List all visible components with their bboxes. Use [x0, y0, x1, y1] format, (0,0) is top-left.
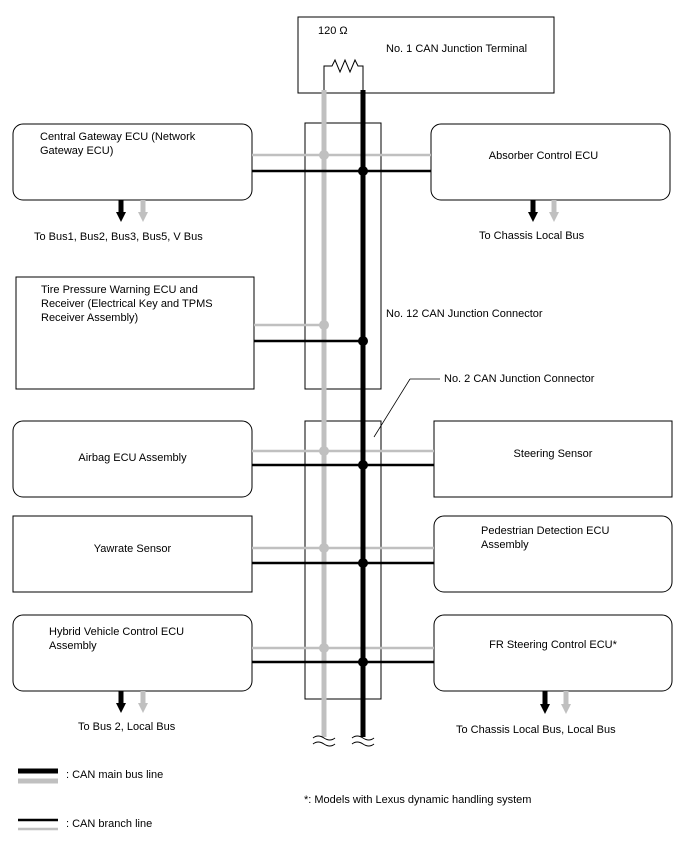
fr-steering-label: FR Steering Control ECU*	[489, 639, 617, 651]
no2-junction-connector-box	[304, 420, 382, 700]
steering-sensor-label: Steering Sensor	[513, 448, 593, 460]
fr-bus-label: To Chassis Local Bus, Local Bus	[456, 724, 616, 736]
pedestrian-label: Pedestrian Detection ECU Assembly	[481, 525, 610, 551]
no2-leader-line	[373, 378, 411, 438]
junction-terminal-box	[297, 16, 555, 94]
no12-junction-connector-box	[304, 122, 382, 390]
absorber-bus-label: To Chassis Local Bus	[479, 230, 585, 242]
resistor-label: 120 Ω	[318, 25, 348, 37]
tire-pressure-ecu-box	[15, 276, 255, 390]
no2-connector-label: No. 2 CAN Junction Connector	[444, 373, 595, 385]
junction-terminal-label: No. 1 CAN Junction Terminal	[386, 43, 528, 55]
legend-main-bus-label: : CAN main bus line	[66, 769, 164, 781]
fr-steering-ecu-box	[433, 614, 673, 692]
airbag-ecu-box	[12, 420, 253, 498]
legend-branch-swatch	[18, 818, 58, 831]
junction-dots-high	[358, 166, 368, 667]
junction-dots-low	[319, 150, 329, 653]
central-gateway-ecu-box	[12, 123, 253, 201]
absorber-output-arrows	[528, 200, 559, 222]
legend-branch-label: : CAN branch line	[66, 818, 153, 830]
yawrate-sensor-label: Yawrate Sensor	[93, 543, 172, 555]
fr-output-arrows	[540, 691, 571, 714]
gateway-output-arrows	[116, 200, 148, 222]
pedestrian-ecu-box	[433, 515, 673, 593]
central-gateway-label: Central Gateway ECU (Network Gateway ECU…	[40, 131, 196, 157]
resistor-symbol	[323, 58, 364, 90]
gateway-bus-label: To Bus1, Bus2, Bus3, Bus5, V Bus	[34, 231, 203, 243]
hybrid-output-arrows	[116, 691, 148, 713]
can-branch-high-lines	[252, 169, 434, 664]
absorber-ecu-box	[430, 123, 671, 201]
tire-pressure-label: Tire Pressure Warning ECU and Receiver (…	[41, 284, 213, 324]
steering-sensor-box	[433, 420, 673, 498]
absorber-label: Absorber Control ECU	[488, 150, 599, 162]
break-marks	[312, 735, 375, 747]
hybrid-label: Hybrid Vehicle Control ECU Assembly	[49, 626, 185, 652]
yawrate-sensor-box	[12, 515, 253, 593]
hybrid-bus-label: To Bus 2, Local Bus	[78, 721, 176, 733]
airbag-label: Airbag ECU Assembly	[78, 452, 187, 464]
no12-connector-label: No. 12 CAN Junction Connector	[386, 308, 543, 320]
legend-footnote: *: Models with Lexus dynamic handling sy…	[304, 794, 532, 806]
hybrid-ecu-box	[12, 614, 253, 692]
legend-main-bus-swatch	[18, 768, 58, 784]
can-branch-low-lines	[252, 153, 434, 650]
